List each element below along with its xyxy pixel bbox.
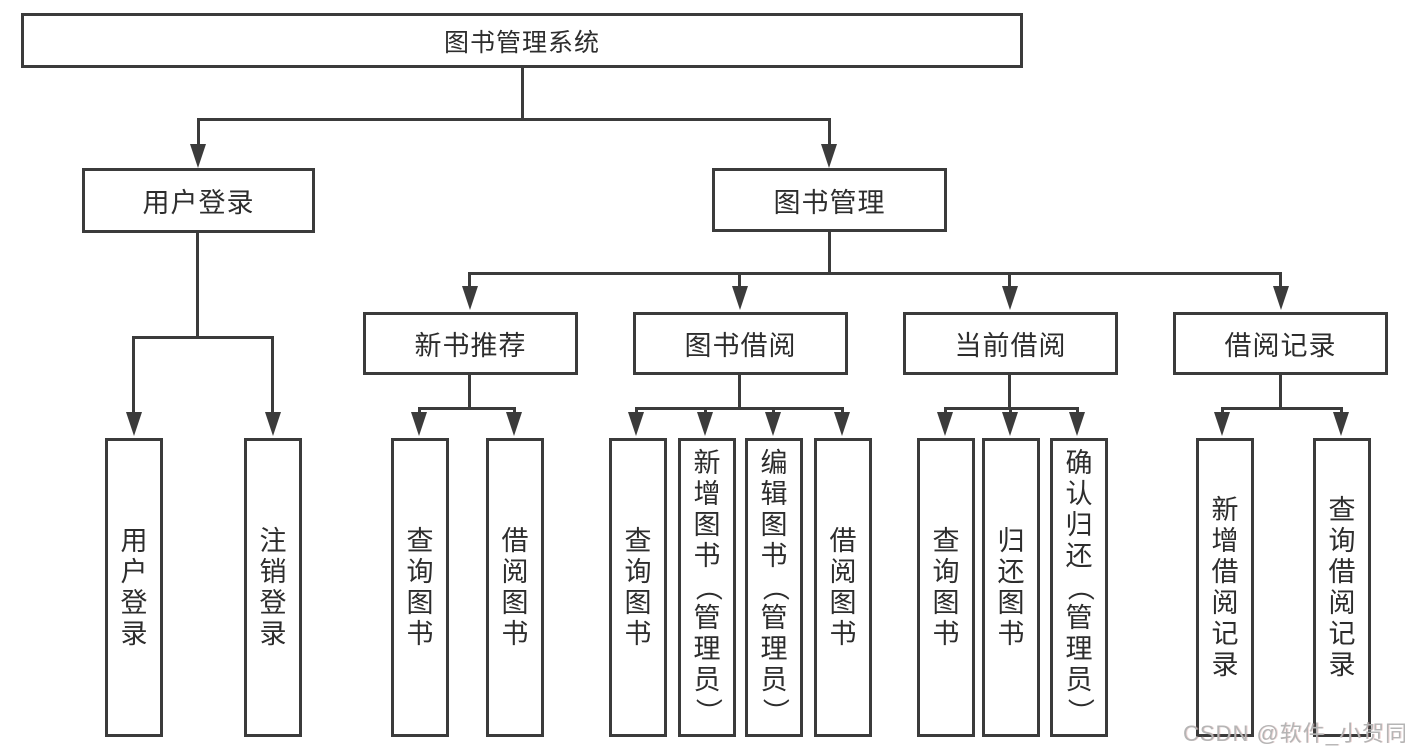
arrowhead-leaf xyxy=(697,412,713,436)
leaf-confirm-return-admin: 确认归还（管理员） xyxy=(1050,438,1108,737)
arrowhead-leaf xyxy=(937,412,953,436)
node-user-login: 用户登录 xyxy=(82,168,315,233)
connector-drop-current-borrow xyxy=(1008,272,1011,288)
connector-level1-branch xyxy=(197,118,830,121)
leaf-query-books-borrow: 查询图书 xyxy=(609,438,667,737)
arrowhead-leaf xyxy=(1214,412,1230,436)
arrowhead-new-book xyxy=(462,286,478,310)
watermark: CSDN @软件_小贺同学 xyxy=(1183,721,1405,746)
connector-drop xyxy=(1009,407,1012,415)
connector-drop-leaf-logout xyxy=(271,336,274,414)
connector-drop-book-borrow xyxy=(738,272,741,288)
connector-book-borrow-stem xyxy=(738,375,741,408)
arrowhead-book-borrow xyxy=(732,286,748,310)
arrowhead-leaf xyxy=(506,412,522,436)
connector-drop xyxy=(418,407,421,415)
connector-new-book-stem xyxy=(468,375,471,408)
connector-level3-branch xyxy=(469,272,1282,275)
arrowhead-user-login xyxy=(190,144,206,168)
connector-user-login-branch xyxy=(132,336,273,339)
connector-drop xyxy=(704,407,707,415)
connector-root-stem xyxy=(521,68,524,118)
connector-book-management-stem xyxy=(828,232,831,274)
connector-drop-book-management xyxy=(828,118,831,148)
connector-drop xyxy=(944,407,947,415)
arrowhead-leaf xyxy=(765,412,781,436)
leaf-logout: 注销登录 xyxy=(244,438,302,737)
arrowhead-leaf xyxy=(1002,412,1018,436)
connector-book-borrow-branch xyxy=(635,407,844,410)
connector-borrow-records-stem xyxy=(1279,375,1282,408)
arrowhead-leaf xyxy=(1333,412,1349,436)
connector-drop-user-login xyxy=(197,118,200,148)
leaf-edit-book-admin: 编辑图书（管理员） xyxy=(745,438,803,737)
leaf-user-login: 用户登录 xyxy=(105,438,163,737)
leaf-borrow-books-recommend: 借阅图书 xyxy=(486,438,544,737)
node-current-borrow: 当前借阅 xyxy=(903,312,1118,375)
leaf-query-books-recommend: 查询图书 xyxy=(391,438,449,737)
node-borrow-records: 借阅记录 xyxy=(1173,312,1388,375)
leaf-borrow-books-borrow: 借阅图书 xyxy=(814,438,872,737)
leaf-return-books: 归还图书 xyxy=(982,438,1040,737)
arrowhead-leaf-user-login xyxy=(126,412,142,436)
arrowhead-leaf xyxy=(834,412,850,436)
leaf-query-books-current: 查询图书 xyxy=(917,438,975,737)
connector-drop xyxy=(1076,407,1079,415)
arrowhead-book-management xyxy=(821,144,837,168)
node-new-book-recommend: 新书推荐 xyxy=(363,312,578,375)
arrowhead-leaf xyxy=(628,412,644,436)
arrowhead-leaf-logout xyxy=(265,412,281,436)
leaf-add-borrow-record: 新增借阅记录 xyxy=(1196,438,1254,737)
connector-drop xyxy=(513,407,516,415)
node-book-management: 图书管理 xyxy=(712,168,947,232)
connector-drop xyxy=(841,407,844,415)
connector-drop-new-book xyxy=(468,272,471,288)
connector-drop-borrow-records xyxy=(1279,272,1282,288)
arrowhead-borrow-records xyxy=(1273,286,1289,310)
arrowhead-current-borrow xyxy=(1002,286,1018,310)
node-root: 图书管理系统 xyxy=(21,13,1023,68)
connector-drop xyxy=(1340,407,1343,415)
arrowhead-leaf xyxy=(1069,412,1085,436)
connector-user-login-stem xyxy=(196,233,199,336)
leaf-add-book-admin: 新增图书（管理员） xyxy=(678,438,736,737)
connector-drop xyxy=(1221,407,1224,415)
connector-drop xyxy=(635,407,638,415)
connector-borrow-records-branch xyxy=(1221,407,1343,410)
leaf-query-borrow-record: 查询借阅记录 xyxy=(1313,438,1371,737)
connector-new-book-branch xyxy=(418,407,516,410)
connector-current-borrow-stem xyxy=(1008,375,1011,408)
connector-drop xyxy=(772,407,775,415)
node-book-borrow: 图书借阅 xyxy=(633,312,848,375)
arrowhead-leaf xyxy=(411,412,427,436)
connector-drop-leaf-user-login xyxy=(132,336,135,414)
